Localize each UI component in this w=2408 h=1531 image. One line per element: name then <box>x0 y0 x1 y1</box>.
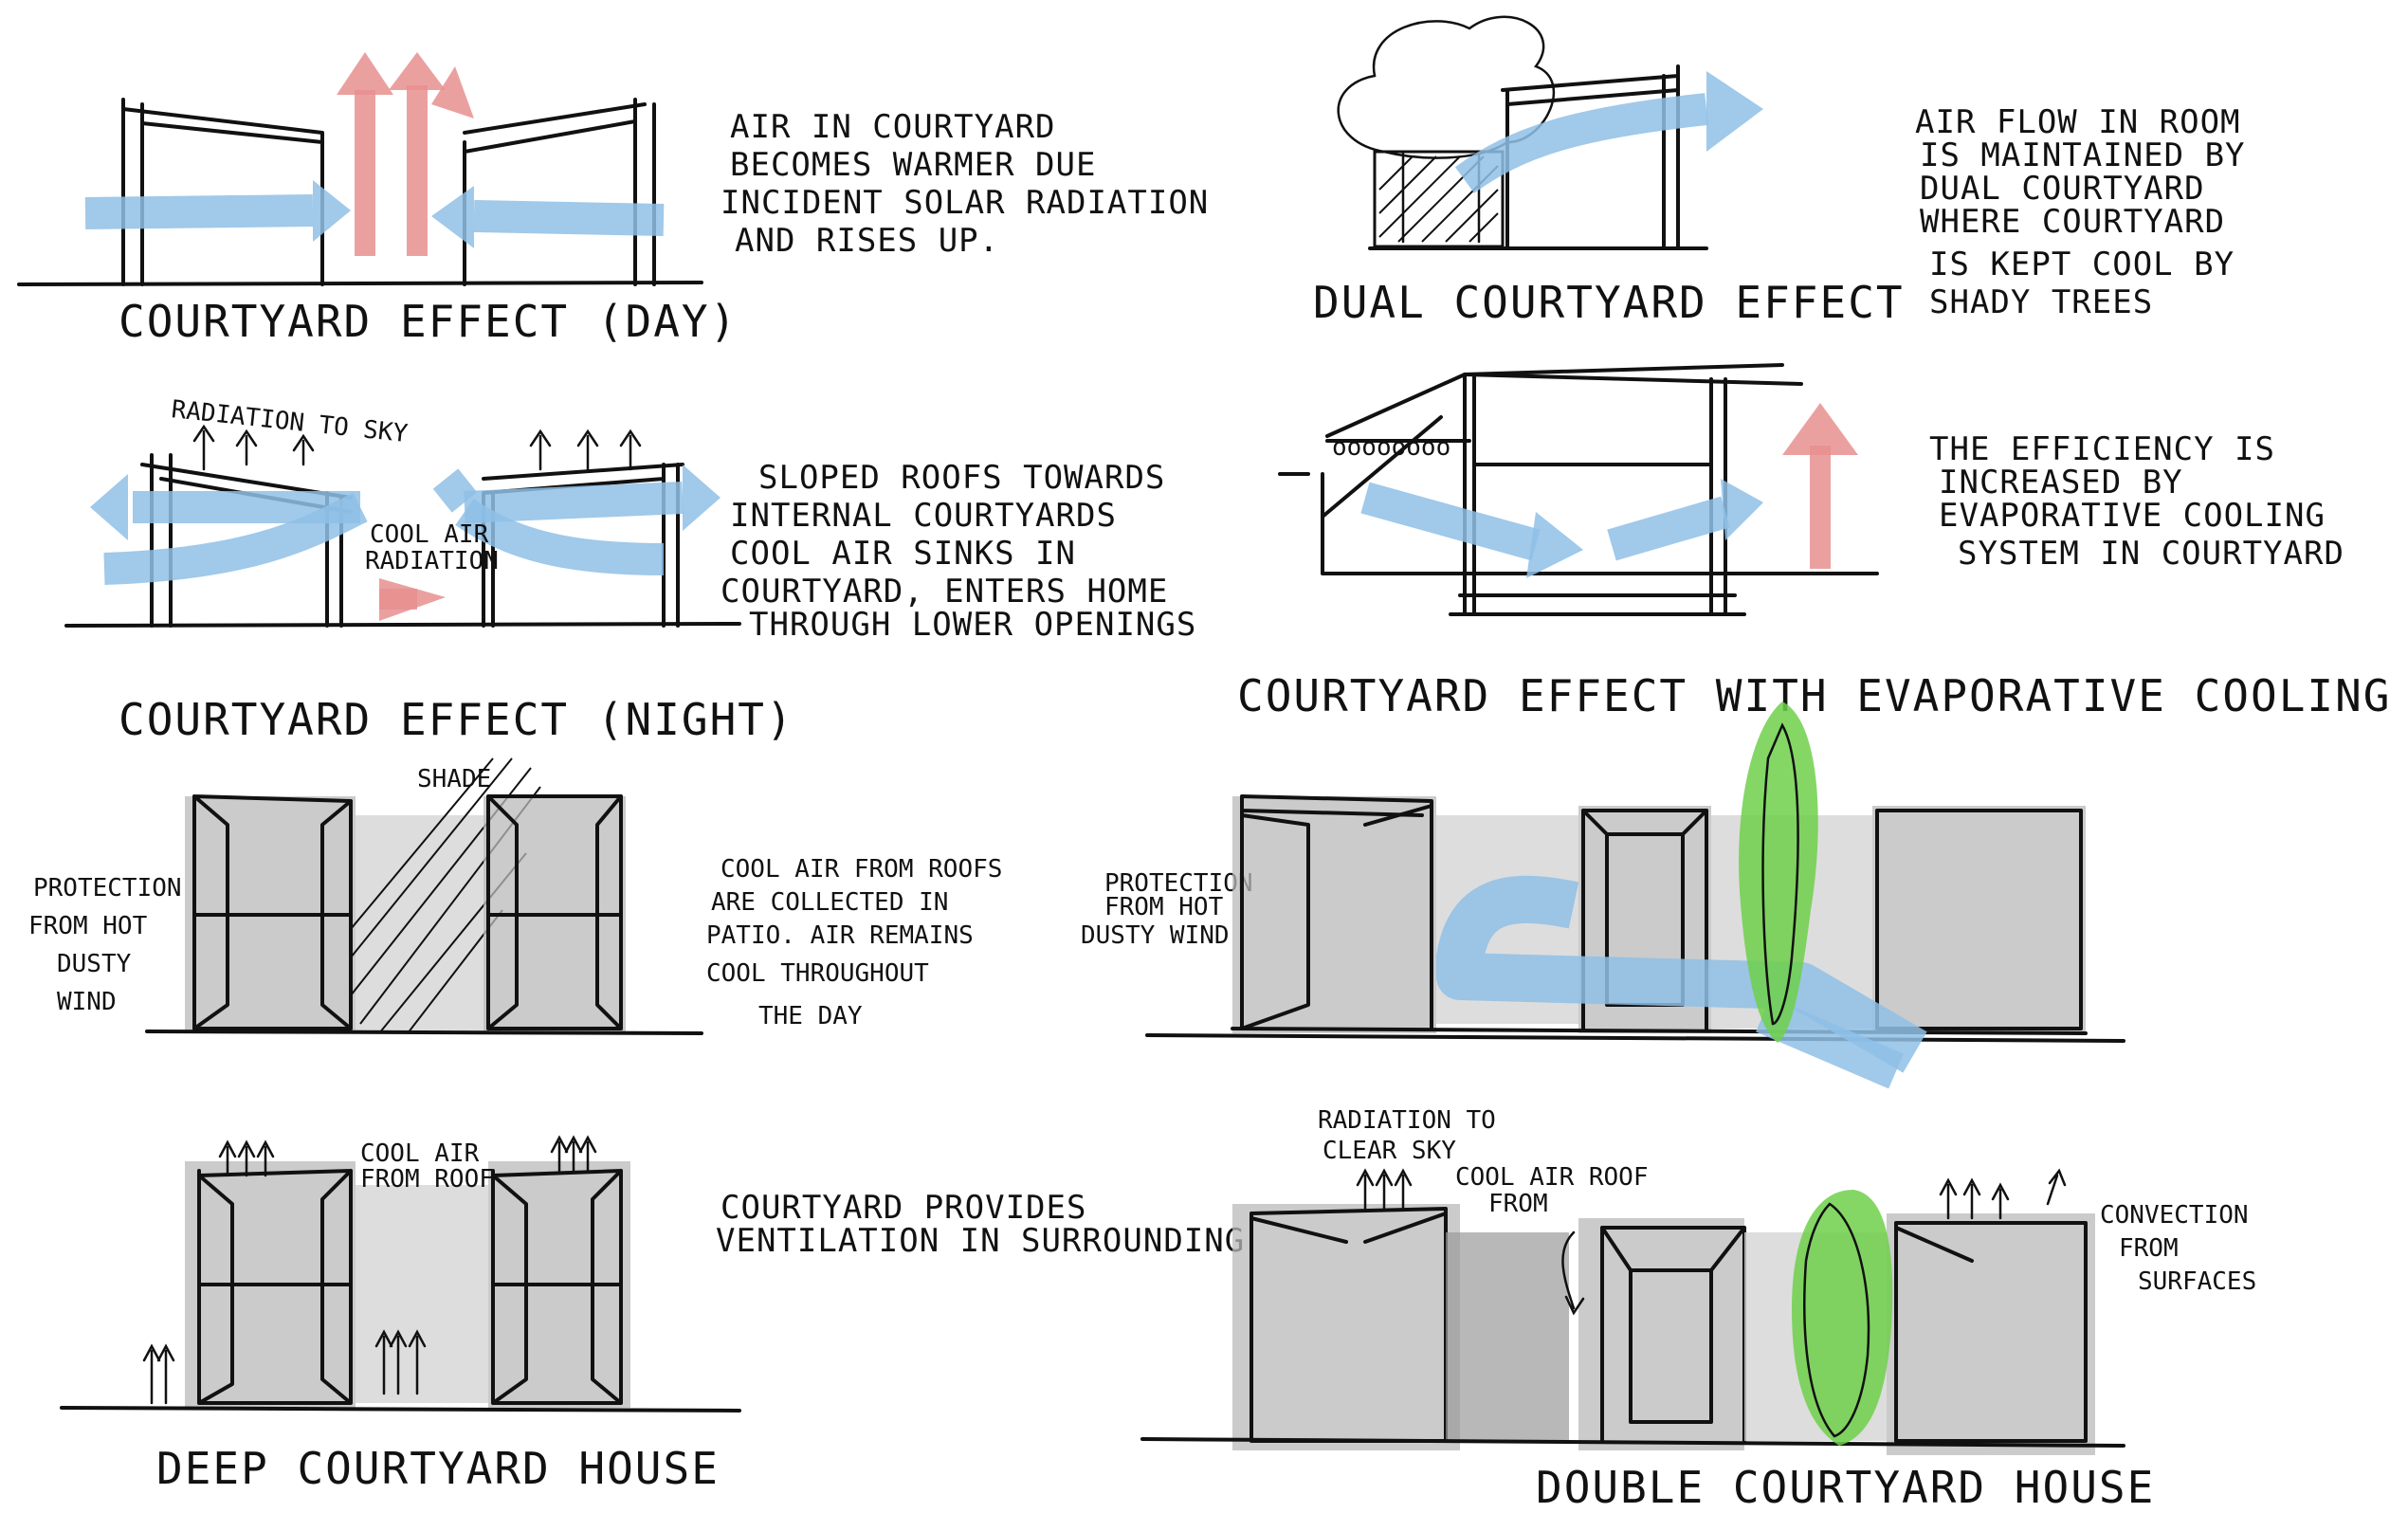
shade-left-line: DUSTY <box>57 950 132 978</box>
shade-left-line: PROTECTION <box>33 874 182 902</box>
day-building-right <box>465 100 654 284</box>
dual-note-line: DUAL COURTYARD <box>1920 170 2205 208</box>
deep-right-block <box>488 1161 630 1408</box>
double-caption: DOUBLE COURTYARD HOUSE <box>1536 1462 2155 1513</box>
shade-right-line: DUSTY WIND <box>1081 921 1230 950</box>
panel-evap-elevation <box>1147 702 2124 1071</box>
panel-deep: COOL AIR FROM ROOF DEEP COURTYARD HOUSE … <box>62 1138 1245 1494</box>
shade-note-line: COOL AIR FROM ROOFS <box>721 855 1002 884</box>
deep-caption: DEEP COURTYARD HOUSE <box>156 1443 720 1494</box>
deep-left-block <box>185 1161 356 1408</box>
double-cool-2: FROM <box>1488 1190 1548 1218</box>
evap-cool-air-arrows <box>1365 479 1763 578</box>
evap-pond: oooooooo <box>1332 433 1450 462</box>
dual-cool-air-arrow <box>1465 71 1763 180</box>
evap-note-line: SYSTEM IN COURTYARD <box>1958 535 2344 573</box>
night-warm-air-arrow <box>379 578 446 621</box>
deep-ground <box>62 1408 739 1411</box>
night-label-sky: RADIATION TO SKY <box>170 395 410 448</box>
double-sky-2: CLEAR SKY <box>1323 1137 1456 1165</box>
day-note-line: BECOMES WARMER DUE <box>730 146 1096 184</box>
shade-left-label: PROTECTION FROM HOT DUSTY WIND <box>28 874 182 1016</box>
dual-note-line: IS MAINTAINED BY <box>1920 137 2246 174</box>
panel-evap: oooooooo COURTYARD EFFECT WITH EVAPORATI… <box>1237 365 2391 721</box>
deep-cool-2: FROM ROOF <box>360 1165 494 1194</box>
night-note-line: INTERNAL COURTYARDS <box>730 497 1117 535</box>
shade-label: SHADE <box>417 765 491 793</box>
evap-note-line: INCREASED BY <box>1939 464 2183 501</box>
tree-sketch <box>1339 17 1554 242</box>
dual-note-line: AIR FLOW IN ROOM <box>1915 103 2241 141</box>
double-cool-1: COOL AIR ROOF <box>1455 1163 1649 1192</box>
night-note-line: THROUGH LOWER OPENINGS <box>749 606 1196 644</box>
shade-right-label: PROTECTION FROM HOT DUSTY WIND <box>1081 869 1253 950</box>
day-note: AIR IN COURTYARD BECOMES WARMER DUE INCI… <box>721 108 1209 260</box>
day-caption: COURTYARD EFFECT (DAY) <box>119 296 738 347</box>
day-building-left <box>123 100 322 284</box>
night-label-cool-1: COOL AIR <box>370 520 489 549</box>
day-ground-line <box>19 283 702 284</box>
night-ground-line <box>66 624 739 626</box>
shade-note-line: THE DAY <box>758 1002 863 1030</box>
evap-note: THE EFFICIENCY IS INCREASED BY EVAPORATI… <box>1929 430 2344 573</box>
deep-note-line: COURTYARD PROVIDES <box>721 1189 1086 1227</box>
shade-note-line: PATIO. AIR REMAINS <box>706 921 974 950</box>
night-caption: COURTYARD EFFECT (NIGHT) <box>119 694 794 745</box>
night-note-line: SLOPED ROOFS TOWARDS <box>758 459 1165 497</box>
night-label-cool-2: RADIATION <box>365 547 499 575</box>
shade-left-line: FROM HOT <box>28 912 148 940</box>
deep-cool-1: COOL AIR <box>360 1139 480 1168</box>
night-note-line: COOL AIR SINKS IN <box>730 535 1076 573</box>
shade-left-block <box>185 796 356 1033</box>
dual-note-line: WHERE COURTYARD <box>1920 203 2225 241</box>
panel-double: RADIATION TO CLEAR SKY COOL AIR ROOF FRO… <box>1142 1106 2256 1513</box>
day-note-line: INCIDENT SOLAR RADIATION <box>721 184 1209 222</box>
deep-courtyard <box>356 1185 488 1403</box>
shade-note: COOL AIR FROM ROOFS ARE COLLECTED IN PAT… <box>706 855 1002 1030</box>
shade-right-block <box>483 796 626 1033</box>
evap-warm-air-arrow <box>1782 403 1858 569</box>
evap-caption: COURTYARD EFFECT WITH EVAPORATIVE COOLIN… <box>1237 670 2391 721</box>
double-sky-1: RADIATION TO <box>1318 1106 1496 1135</box>
day-note-line: AIR IN COURTYARD <box>730 108 1056 146</box>
double-conv-2: FROM <box>2119 1234 2179 1263</box>
deep-note-line: VENTILATION IN SURROUNDING <box>716 1222 1245 1260</box>
shade-note-line: ARE COLLECTED IN <box>711 888 948 917</box>
panel-night: RADIATION TO SKY COOL AIR RADIATION COUR… <box>66 395 1196 745</box>
day-note-line: AND RISES UP. <box>735 222 999 260</box>
double-conv-1: CONVECTION <box>2100 1201 2249 1230</box>
dual-note: AIR FLOW IN ROOM IS MAINTAINED BY DUAL C… <box>1915 103 2246 321</box>
shade-left-line: WIND <box>57 988 117 1016</box>
dual-note-line: IS KEPT COOL BY <box>1929 246 2235 283</box>
dual-caption: DUAL COURTYARD EFFECT <box>1313 277 1905 328</box>
panel-day: COURTYARD EFFECT (DAY) AIR IN COURTYARD … <box>19 52 1209 347</box>
evap-note-line: THE EFFICIENCY IS <box>1929 430 2275 468</box>
shade-note-line: COOL THROUGHOUT <box>706 959 929 988</box>
evap-note-line: EVAPORATIVE COOLING <box>1939 497 2326 535</box>
panel-dual: DUAL COURTYARD EFFECT AIR FLOW IN ROOM I… <box>1313 17 2246 328</box>
panel-shade: SHADE PROTECTION FROM HOT DUSTY WIND COO… <box>28 758 1253 1033</box>
night-note: SLOPED ROOFS TOWARDS INTERNAL COURTYARDS… <box>721 459 1196 644</box>
night-note-line: COURTYARD, ENTERS HOME <box>721 573 1168 611</box>
dual-note-line: SHADY TREES <box>1929 283 2153 321</box>
double-conv-3: SURFACES <box>2138 1267 2256 1296</box>
shade-ground <box>147 1031 702 1033</box>
shade-right-line: FROM HOT <box>1104 893 1224 921</box>
